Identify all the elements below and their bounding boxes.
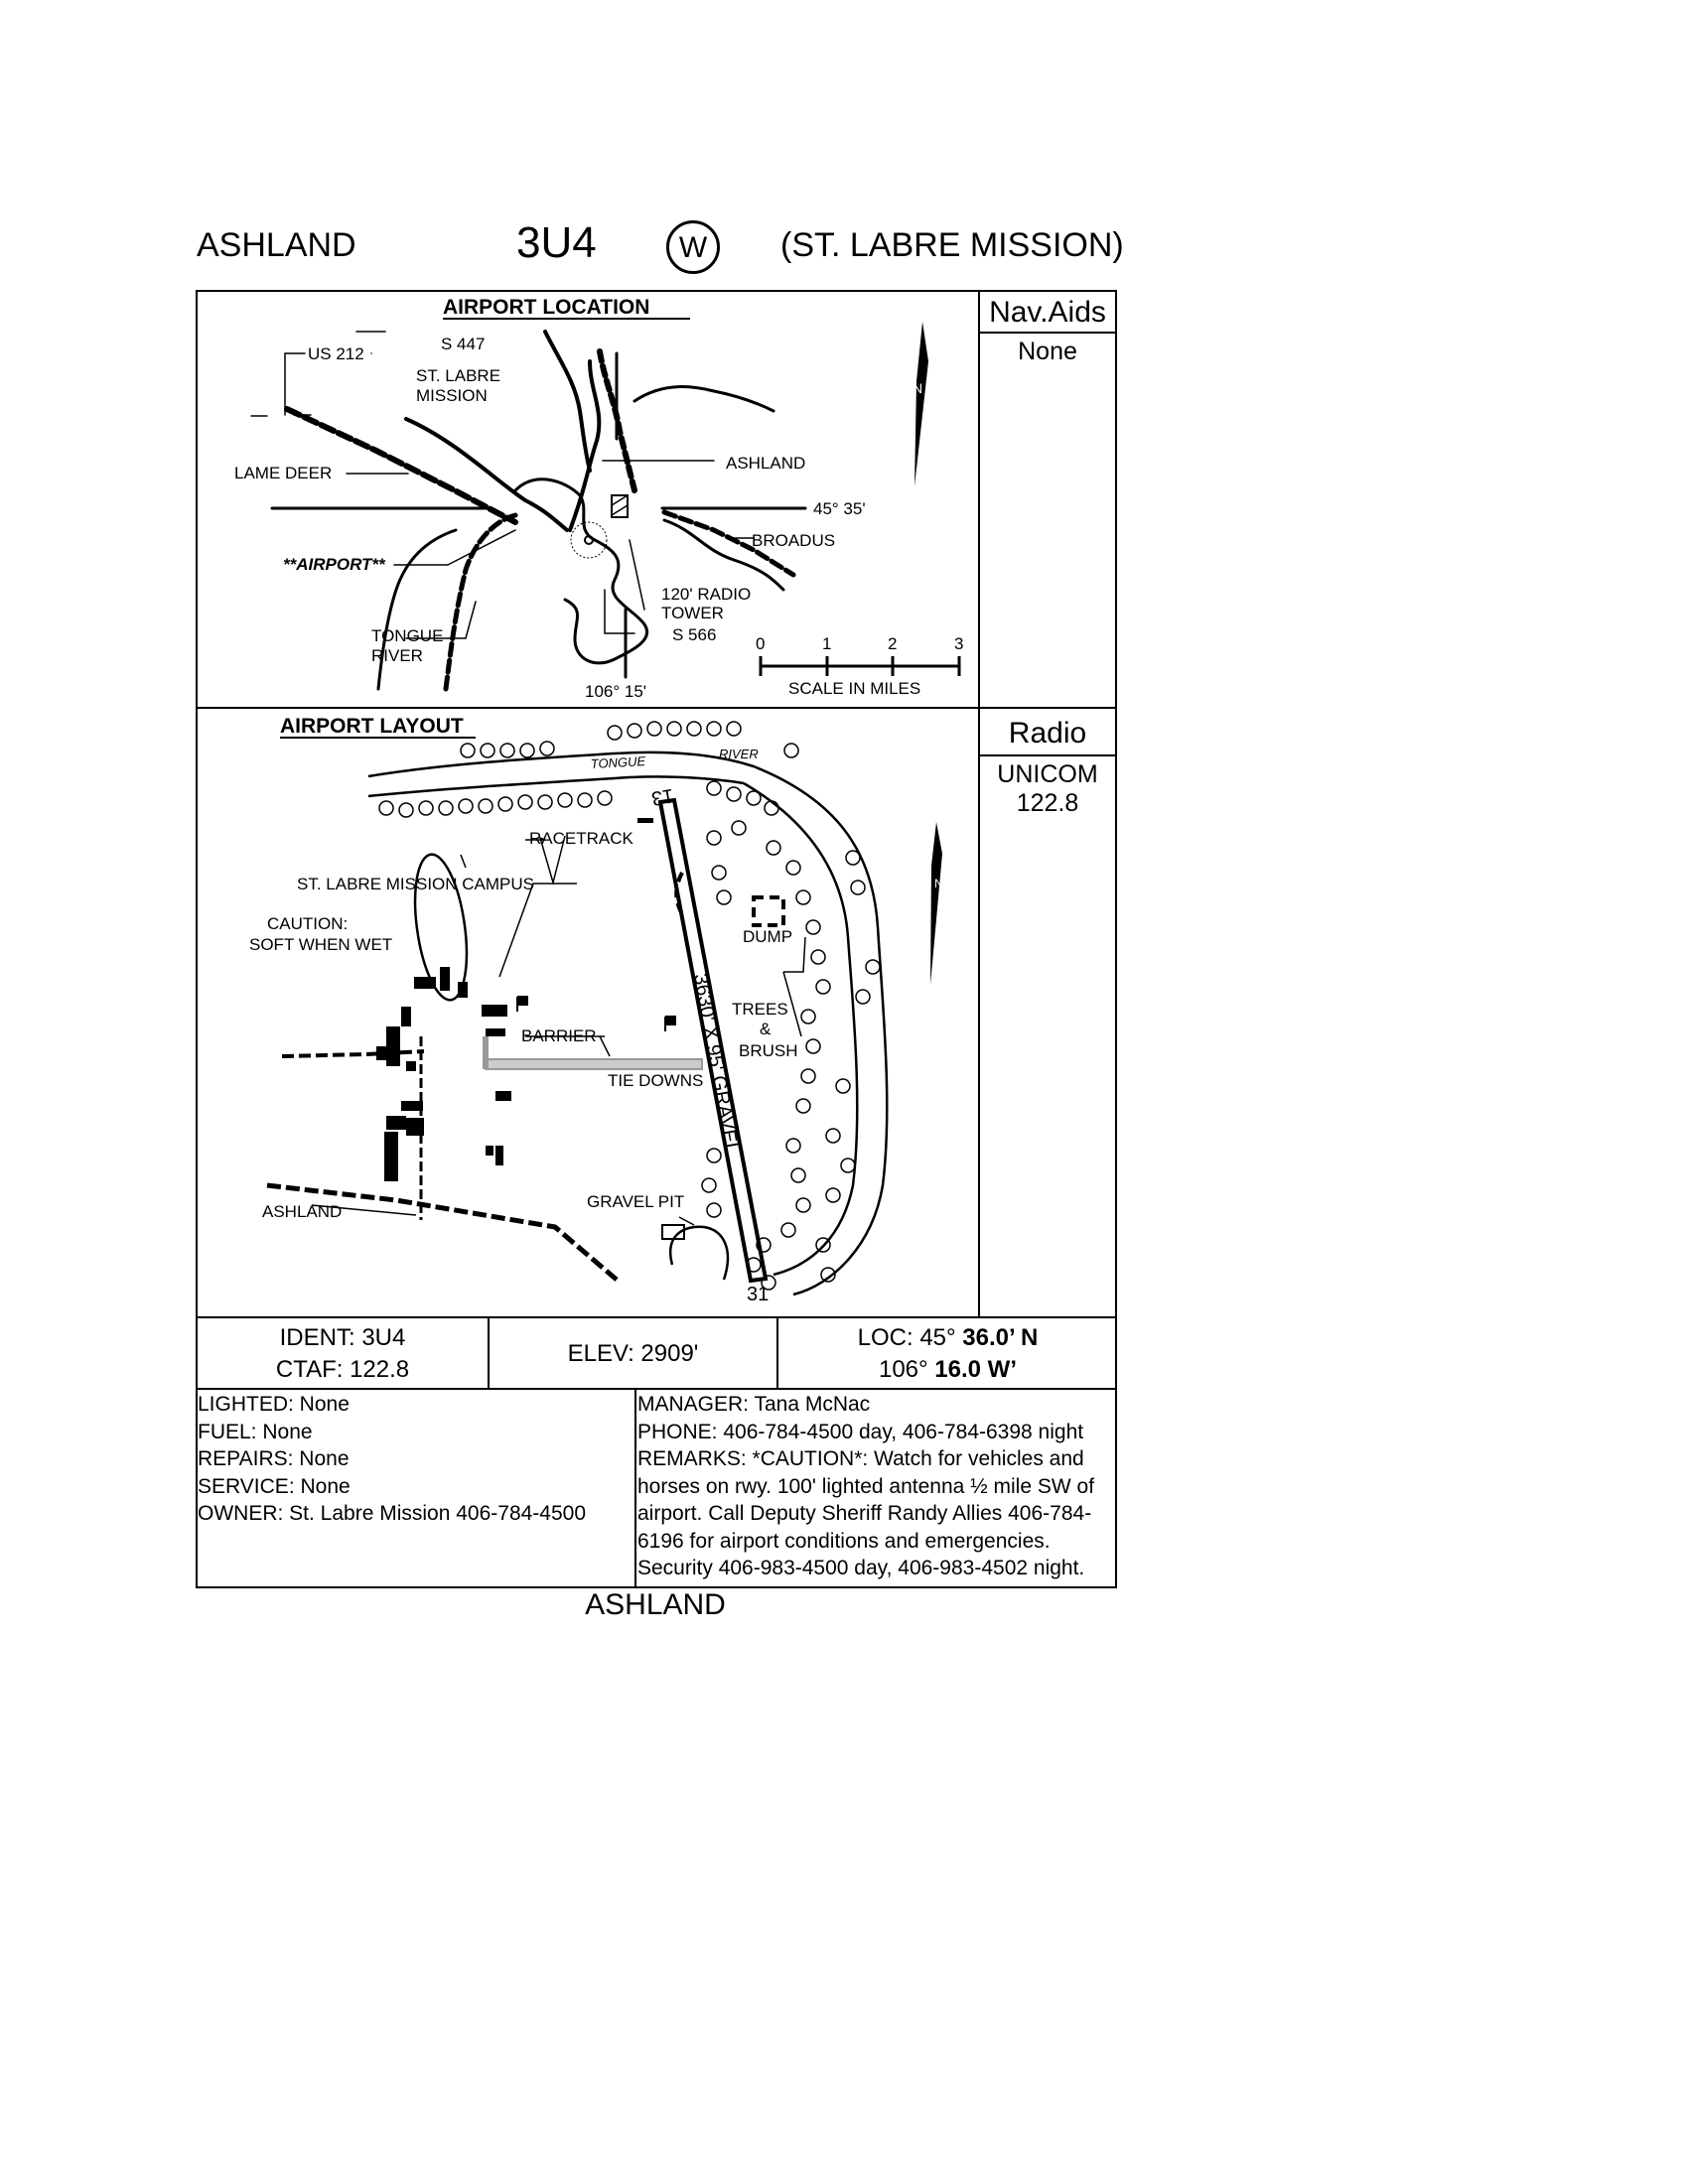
label-gravel-pit: GRAVEL PIT (587, 1192, 684, 1211)
label-ashland-road: ASHLAND (262, 1202, 342, 1221)
navaids-value: None (1018, 338, 1077, 365)
label-lon: 106° 15' (585, 682, 646, 701)
location-map: AIRPORT LOCATION S 447 US 212 ST. LABRE … (234, 296, 963, 701)
radio-title: Radio (1008, 717, 1087, 750)
ctaf-value: CTAF: 122.8 (275, 1356, 410, 1383)
manager-line: MANAGER: Tana McNac (637, 1393, 871, 1416)
label-rwy-13: 13 (649, 784, 675, 810)
label-river-layout: RIVER (719, 747, 759, 761)
label-racetrack: RACETRACK (529, 829, 634, 848)
ident-cell: IDENT: 3U4 CTAF: 122.8 (198, 1322, 488, 1386)
location-title: AIRPORT LOCATION (443, 296, 649, 319)
loc-cell: LOC: 45° 36.0’ N 106° 16.0 W’ (778, 1322, 1117, 1386)
info-divider-2 (776, 1318, 778, 1388)
label-rwy-31: 31 (747, 1284, 769, 1305)
label-ashland: ASHLAND (726, 454, 805, 473)
label-caution: CAUTION: (267, 914, 348, 933)
divider-h1 (196, 707, 1117, 709)
service-line: SERVICE: None (198, 1474, 351, 1498)
navaids-title: Nav.Aids (989, 296, 1106, 329)
radio-divider (980, 754, 1115, 756)
details-left: LIGHTED: None FUEL: None REPAIRS: None S… (198, 1391, 633, 1528)
header-ident: 3U4 (516, 218, 597, 267)
details-divider (634, 1390, 636, 1586)
scale-label: SCALE IN MILES (788, 679, 920, 698)
label-st-labre: ST. LABRE (416, 366, 500, 385)
label-lame-deer: LAME DEER (234, 464, 332, 482)
lighted-line: LIGHTED: None (198, 1393, 350, 1416)
label-trees: TREES (732, 1000, 788, 1019)
label-campus: ST. LABRE MISSION CAMPUS (297, 875, 534, 893)
header-city: ASHLAND (197, 226, 356, 264)
loc-lat-bold: 36.0’ N (962, 1324, 1039, 1351)
loc-lat: LOC: 45° 36.0’ N (778, 1322, 1117, 1354)
label-lat: 45° 35' (813, 499, 866, 518)
loc-lon-bold: 16.0 W’ (934, 1356, 1017, 1383)
label-tongue: TONGUE (371, 626, 443, 645)
navaids-divider (980, 332, 1115, 334)
scale-0: 0 (756, 634, 765, 653)
label-barrier: BARRIER (521, 1026, 597, 1045)
elev-cell: ELEV: 2909' (490, 1338, 776, 1370)
loc-lat-prefix: LOC: 45° (857, 1324, 956, 1351)
label-radio-tower-2: TOWER (661, 604, 724, 622)
layout-map: AIRPORT LAYOUT TONGUE RIVER RACETRACK ST… (249, 715, 943, 1305)
label-broadus: BROADUS (752, 531, 835, 550)
layout-north-label: N (934, 877, 943, 890)
label-tongue-river: TONGUE (590, 753, 645, 771)
navaids-panel: Nav.Aids None (980, 292, 1115, 707)
label-soft-when-wet: SOFT WHEN WET (249, 935, 392, 954)
repairs-line: REPAIRS: None (198, 1447, 350, 1470)
elev-value: ELEV: 2909' (567, 1340, 699, 1367)
label-us212: US 212 (308, 344, 364, 363)
label-tie-downs: TIE DOWNS (608, 1071, 703, 1090)
label-brush: BRUSH (739, 1041, 798, 1060)
label-airport: **AIRPORT** (283, 555, 386, 574)
chart-frame (196, 290, 1117, 1588)
fuel-line: FUEL: None (198, 1420, 313, 1443)
scale-2: 2 (888, 634, 897, 653)
unicom-freq: 122.8 (1016, 789, 1079, 817)
label-amp: & (760, 1020, 772, 1038)
location-panel: AIRPORT LOCATION S 447 US 212 ST. LABRE … (198, 292, 980, 708)
owner-line: OWNER: St. Labre Mission 406-784-4500 (198, 1502, 587, 1525)
label-river: RIVER (371, 646, 423, 665)
loc-lon: 106° 16.0 W’ (778, 1354, 1117, 1386)
phone-line: PHONE: 406-784-4500 day, 406-784-6398 ni… (637, 1420, 1084, 1443)
remarks-text: REMARKS: *CAUTION*: Watch for vehicles a… (637, 1447, 1095, 1579)
label-s447: S 447 (441, 335, 485, 353)
scale-3: 3 (954, 634, 963, 653)
layout-panel: AIRPORT LAYOUT TONGUE RIVER RACETRACK ST… (198, 709, 978, 1316)
label-radio-tower-1: 120' RADIO (661, 585, 751, 604)
divider-v (978, 290, 980, 1318)
label-mission: MISSION (416, 386, 488, 405)
label-dump: DUMP (743, 927, 792, 946)
label-s566: S 566 (672, 625, 716, 644)
info-divider-1 (488, 1318, 490, 1388)
divider-h3 (196, 1388, 1117, 1390)
scale-1: 1 (822, 634, 831, 653)
unicom-label: UNICOM (997, 760, 1098, 788)
footer-city: ASHLAND (585, 1588, 726, 1621)
ident-value: IDENT: 3U4 (279, 1324, 406, 1351)
divider-h2 (196, 1316, 1117, 1318)
w-badge: W (666, 220, 720, 274)
header-airport-name: (ST. LABRE MISSION) (780, 226, 1124, 264)
layout-title: AIRPORT LAYOUT (280, 715, 464, 738)
radio-panel: Radio UNICOM 122.8 (980, 709, 1115, 1316)
details-right: MANAGER: Tana McNac PHONE: 406-784-4500 … (637, 1391, 1115, 1582)
loc-lon-prefix: 106° (878, 1356, 928, 1383)
north-label: N (913, 380, 922, 396)
